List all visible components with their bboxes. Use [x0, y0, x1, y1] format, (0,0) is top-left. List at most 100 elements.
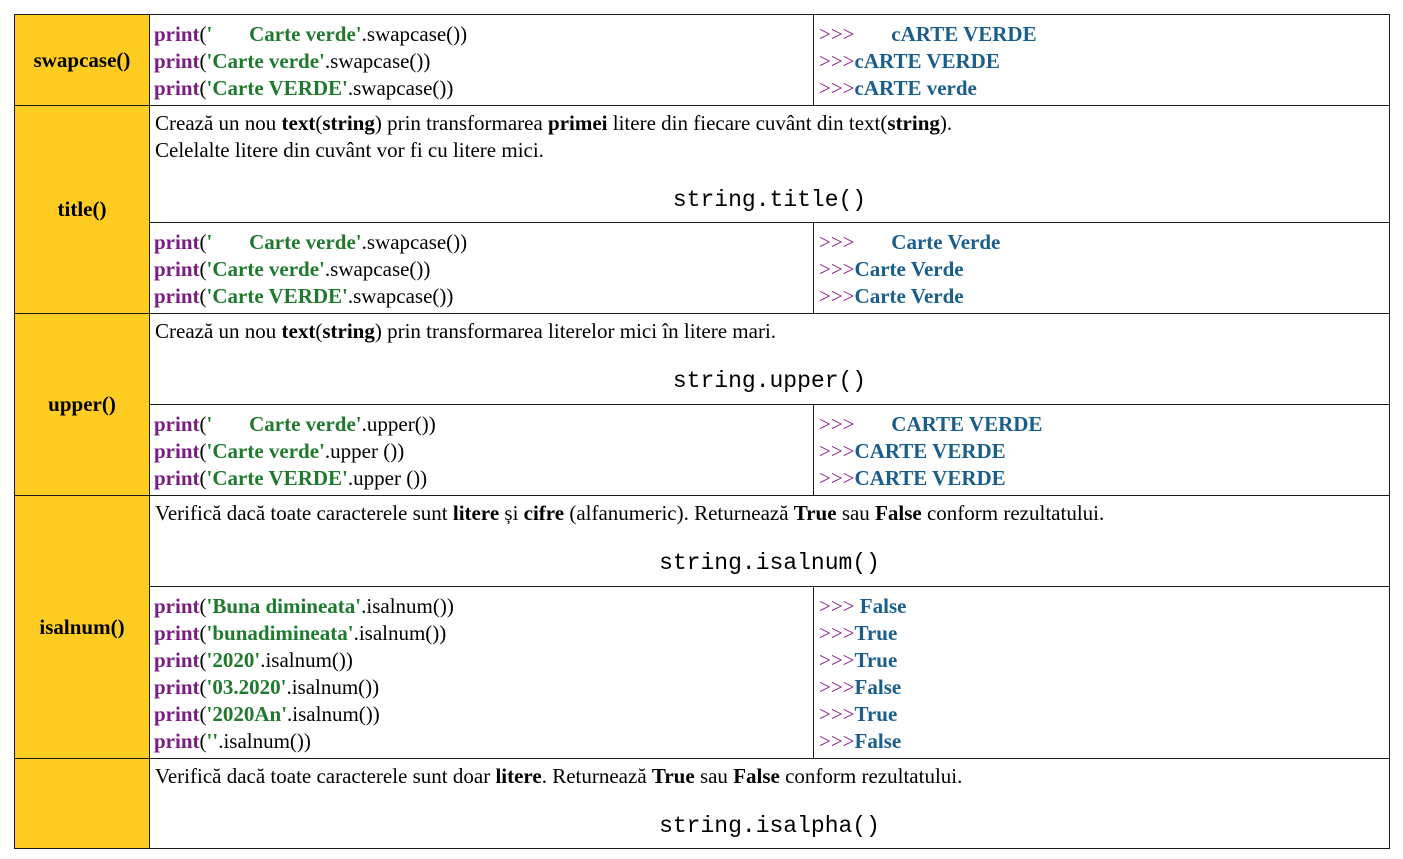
paren: ( [199, 412, 207, 436]
emphasis-text: litere [495, 764, 542, 788]
upper-example-row: print(' Carte verde'.upper())print('Cart… [15, 404, 1390, 496]
code-block: print('Buna dimineata'.isalnum())print('… [150, 587, 813, 755]
emphasis-text: False [733, 764, 780, 788]
string-literal: '03.2020' [206, 675, 287, 699]
string-literal: 'Carte verde' [206, 257, 325, 281]
code-line: print('Buna dimineata'.isalnum()) [154, 593, 809, 620]
output-cell: >>> False>>>True>>>True>>>False>>>True>>… [813, 586, 1390, 759]
method-signature: string.isalpha() [659, 813, 880, 839]
paren: ( [199, 22, 207, 46]
code-line: print(' Carte verde'.swapcase()) [154, 21, 809, 48]
method-call: .upper ()) [324, 439, 405, 463]
result-value: False [854, 675, 902, 699]
result-value: CARTE VERDE [854, 412, 1043, 436]
code-line: print('Carte VERDE'.swapcase()) [154, 75, 809, 102]
code-line: print('2020'.isalnum()) [154, 647, 809, 674]
output-line: >>>True [819, 647, 1385, 674]
paren: ( [199, 621, 207, 645]
string-literal: 'bunadimineata' [206, 621, 354, 645]
paren: ( [199, 49, 207, 73]
method-call: .isalnum()) [218, 729, 311, 753]
print-keyword: print [154, 594, 200, 618]
output-line: >>>True [819, 620, 1385, 647]
method-call: .swapcase()) [347, 76, 454, 100]
output-line: >>>cARTE VERDE [819, 48, 1385, 75]
text-segment: conform rezultatului. [921, 501, 1105, 525]
paren: ( [199, 466, 207, 490]
string-literal: 'Carte VERDE' [206, 466, 348, 490]
result-value: False [854, 729, 902, 753]
paren: ( [199, 76, 207, 100]
emphasis-text: cifre [523, 501, 565, 525]
print-keyword: print [154, 648, 200, 672]
result-value: cARTE VERDE [854, 22, 1037, 46]
method-name-isalpha [14, 758, 150, 849]
output-line: >>>True [819, 701, 1385, 728]
string-methods-table: swapcase() print(' Carte verde'.swapcase… [14, 14, 1390, 849]
method-call: .swapcase()) [324, 257, 431, 281]
string-literal: '2020An' [206, 702, 288, 726]
result-value: False [854, 594, 907, 618]
method-call: .upper()) [361, 412, 436, 436]
method-name-title: title() [14, 105, 150, 314]
string-literal: 'Carte VERDE' [206, 284, 348, 308]
method-name-upper: upper() [14, 313, 150, 496]
paren: ( [199, 729, 207, 753]
isalpha-description-row: Verifică dacă toate caracterele sunt doa… [14, 758, 1390, 849]
string-literal: 'Carte VERDE' [206, 76, 348, 100]
output-line: >>>Carte Verde [819, 256, 1385, 283]
paren: ( [199, 648, 207, 672]
prompt: >>> [819, 594, 855, 618]
prompt: >>> [819, 257, 855, 281]
description-text: Verifică dacă toate caracterele sunt lit… [155, 500, 1384, 527]
print-keyword: print [154, 49, 200, 73]
paren: ( [199, 675, 207, 699]
paren: ( [199, 702, 207, 726]
print-keyword: print [154, 439, 200, 463]
paren: ( [199, 257, 207, 281]
emphasis-text: text [281, 111, 316, 135]
prompt: >>> [819, 284, 855, 308]
emphasis-text: True [651, 764, 695, 788]
result-value: True [854, 648, 898, 672]
prompt: >>> [819, 648, 855, 672]
code-cell: print(' Carte verde'.swapcase())print('C… [149, 14, 814, 106]
isalnum-description-row: isalnum() Verifică dacă toate caracterel… [14, 495, 1390, 759]
code-line: print(' Carte verde'.swapcase()) [154, 229, 809, 256]
description-text: Crează un nou text(string) prin transfor… [155, 318, 1384, 345]
method-signature: string.isalnum() [659, 550, 880, 576]
prompt: >>> [819, 675, 855, 699]
output-line: >>>False [819, 728, 1385, 755]
code-line: print('bunadimineata'.isalnum()) [154, 620, 809, 647]
upper-description-row: upper() Crează un nou text(string) prin … [14, 313, 1390, 496]
code-line: print('03.2020'.isalnum()) [154, 674, 809, 701]
text-segment: sau [694, 764, 734, 788]
output-cell: >>> CARTE VERDE>>>CARTE VERDE>>>CARTE VE… [813, 404, 1390, 496]
output-line: >>> Carte Verde [819, 229, 1385, 256]
print-keyword: print [154, 22, 200, 46]
prompt: >>> [819, 621, 855, 645]
method-call: .swapcase()) [361, 230, 468, 254]
code-block: print(' Carte verde'.upper())print('Cart… [150, 405, 813, 492]
emphasis-text: text [281, 319, 316, 343]
text-segment: litere din fiecare cuvânt din text( [607, 111, 888, 135]
method-name-isalnum: isalnum() [14, 495, 150, 759]
description-cell: Verifică dacă toate caracterele sunt lit… [149, 495, 1390, 587]
text-segment: Crează un nou [155, 111, 282, 135]
string-literal: '' [206, 729, 219, 753]
text-segment: conform rezultatului. [779, 764, 963, 788]
string-literal: 'Carte verde' [206, 49, 325, 73]
code-line: print('Carte verde'.upper ()) [154, 438, 809, 465]
emphasis-text: litere [452, 501, 500, 525]
text-segment: ( [315, 319, 323, 343]
description-cell: Crează un nou text(string) prin transfor… [149, 313, 1390, 405]
prompt: >>> [819, 412, 855, 436]
code-block: print(' Carte verde'.swapcase())print('C… [150, 223, 813, 310]
output-line: >>>cARTE verde [819, 75, 1385, 102]
text-segment: și [499, 501, 524, 525]
output-block: >>> cARTE VERDE>>>cARTE VERDE>>>cARTE ve… [814, 15, 1389, 102]
title-description-row: title() Crează un nou text(string) prin … [14, 105, 1390, 314]
emphasis-text: True [793, 501, 837, 525]
string-literal: ' Carte verde' [206, 22, 362, 46]
method-call: .swapcase()) [347, 284, 454, 308]
